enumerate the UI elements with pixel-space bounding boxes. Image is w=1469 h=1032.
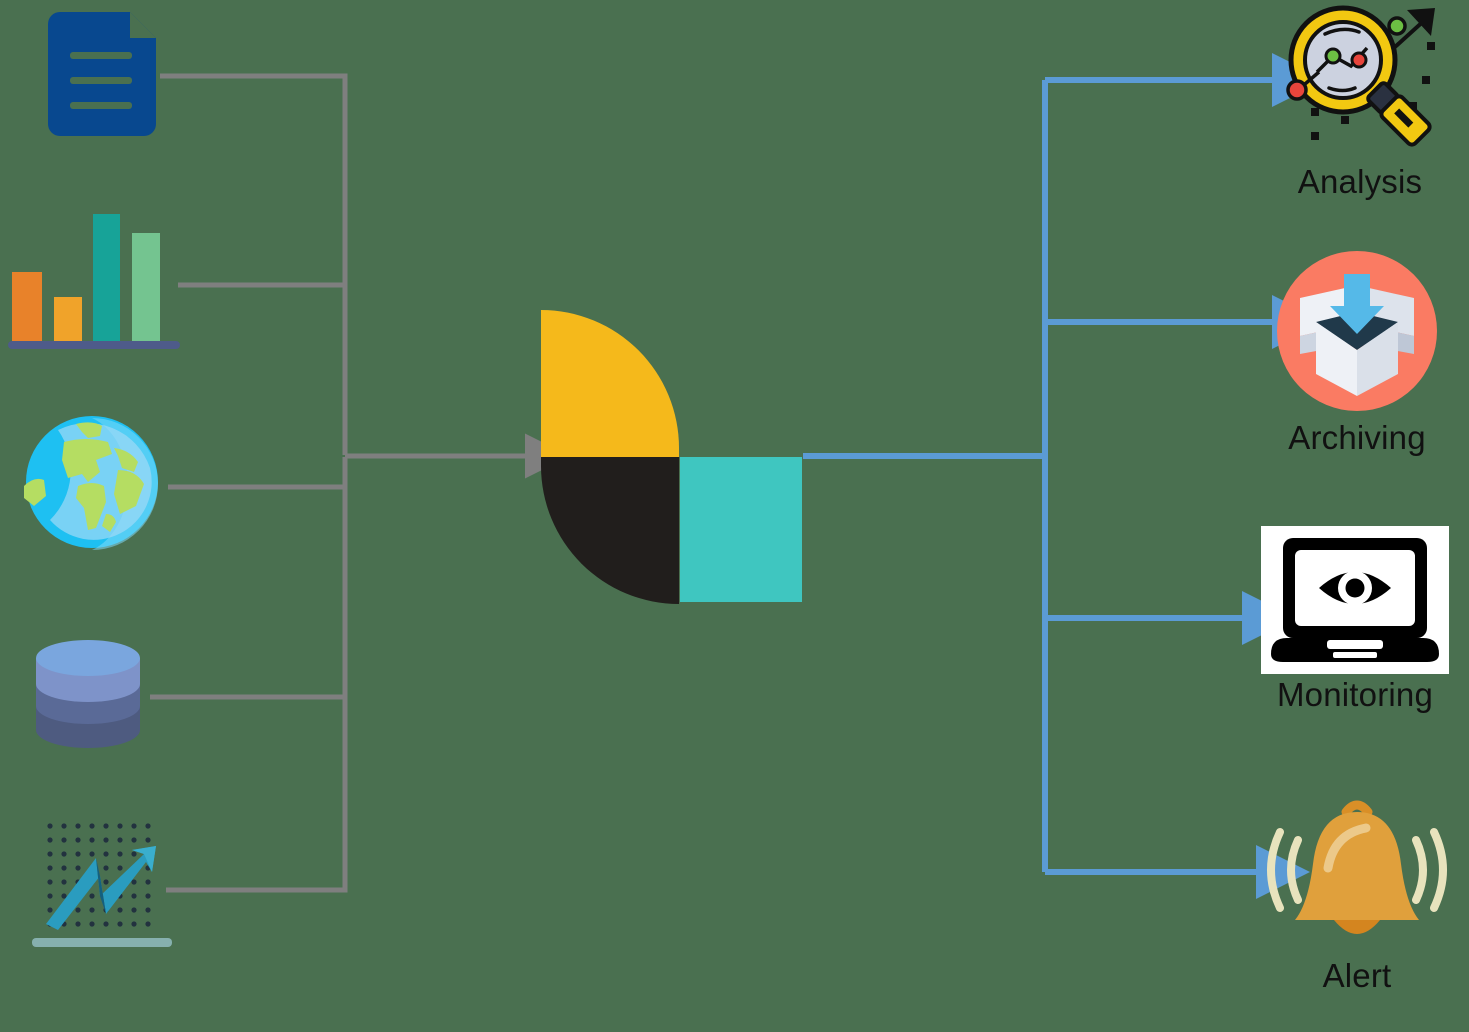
- database-icon: [32, 638, 142, 748]
- logo-teal-square: [680, 457, 802, 602]
- output-archiving-label: Archiving: [1288, 419, 1426, 456]
- output-archiving[interactable]: Archiving: [1252, 250, 1462, 456]
- logo-black-quadrant: [541, 457, 679, 604]
- platform-logo: [541, 310, 803, 604]
- bar-chart-icon: [8, 200, 180, 350]
- input-bracket-lower: [150, 457, 348, 893]
- bell-icon: [1252, 790, 1462, 955]
- laptop-eye-icon: [1261, 526, 1449, 674]
- logo-yellow-quadrant: [541, 310, 679, 457]
- output-analysis[interactable]: Analysis: [1255, 4, 1465, 200]
- output-monitoring-label: Monitoring: [1276, 676, 1434, 713]
- input-bracket-upper: [160, 73, 348, 455]
- globe-icon: [18, 412, 166, 552]
- output-monitoring[interactable]: Monitoring: [1250, 526, 1460, 713]
- output-alert[interactable]: Alert: [1252, 790, 1462, 994]
- growth-arrow-icon: [22, 806, 172, 947]
- magnifier-analytics-icon: [1255, 4, 1465, 161]
- output-alert-label: Alert: [1322, 957, 1392, 994]
- document-icon: [48, 8, 160, 138]
- output-analysis-label: Analysis: [1297, 163, 1423, 200]
- archive-box-icon: [1252, 250, 1462, 417]
- output-bracket: [803, 80, 1048, 872]
